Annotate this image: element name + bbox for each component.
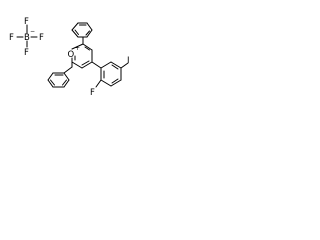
double-bond-inner <box>74 29 79 35</box>
double-bond-inner <box>84 46 90 51</box>
ring-oxygen: O + <box>68 45 81 60</box>
bond <box>63 72 70 81</box>
bond <box>110 79 122 87</box>
bond <box>100 61 112 69</box>
fluoro-iodophenyl-ring <box>91 61 129 88</box>
bottom-left-phenyl-ring <box>47 61 73 88</box>
oxygen-atom-label: O <box>68 50 75 60</box>
bond <box>71 29 79 38</box>
bond <box>63 66 73 74</box>
double-bond-inner <box>50 79 55 86</box>
double-bond-inner <box>111 64 119 70</box>
bond-to-aryl <box>91 61 102 69</box>
bond <box>63 79 70 88</box>
aryl-fluorine-label: F <box>90 88 95 98</box>
top-phenyl-ring <box>71 22 93 38</box>
oxygen-charge-label: + <box>75 45 80 52</box>
boron-charge-label: − <box>30 28 35 35</box>
bond <box>86 22 93 31</box>
tetrafluoroborate-anion: B − F F F F <box>9 17 44 58</box>
bond <box>71 43 84 50</box>
double-bond-inner <box>111 78 119 84</box>
boron-atom-label: B <box>24 33 30 43</box>
bond <box>100 79 112 87</box>
bond-to-fluorine <box>95 79 102 88</box>
bond-to-iodine <box>120 62 129 69</box>
fluorine-top-label: F <box>24 17 29 27</box>
bond <box>81 61 93 69</box>
double-bond-inner <box>85 30 90 36</box>
tetrafluoroborate-pyrylium-structure: B − F F F F O + <box>9 17 130 98</box>
fluorine-left-label: F <box>9 33 14 43</box>
bond <box>86 29 93 38</box>
double-bond-inner <box>62 79 67 86</box>
double-bond-inner <box>81 60 90 66</box>
fluorine-right-label: F <box>39 33 44 43</box>
fluorine-bottom-label: F <box>24 48 29 58</box>
bond <box>47 79 54 88</box>
bond <box>71 61 83 69</box>
bond <box>71 22 79 31</box>
iodine-label: I <box>127 56 130 66</box>
bond <box>82 43 93 51</box>
bond <box>47 72 54 81</box>
pyrylium-ring <box>71 36 93 69</box>
bond <box>110 61 122 69</box>
